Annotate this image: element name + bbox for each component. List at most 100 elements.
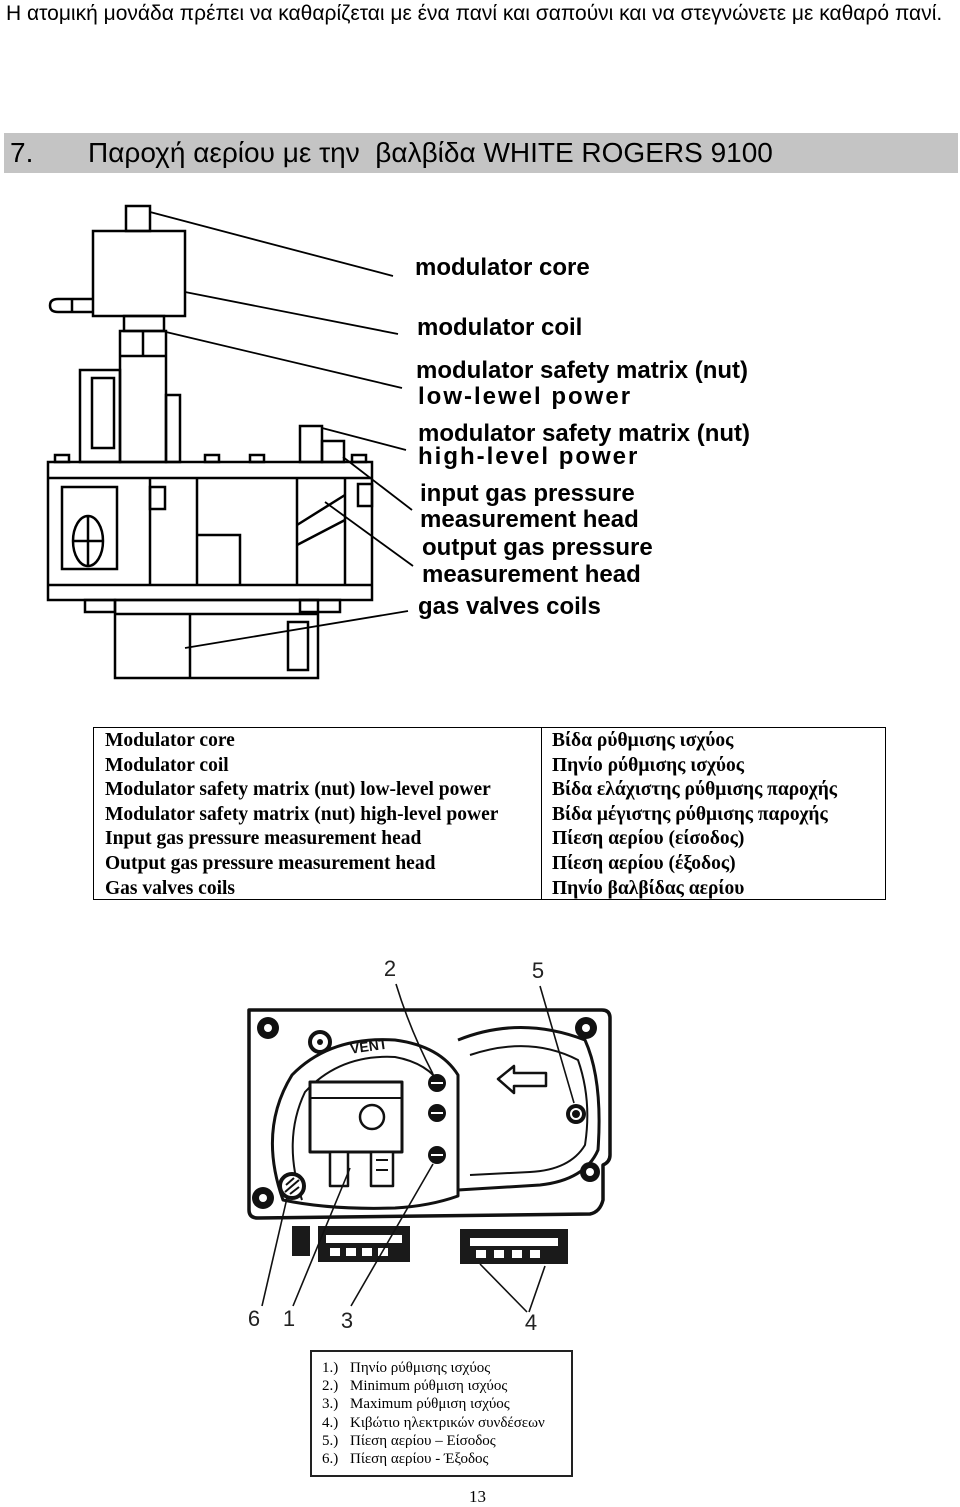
label-output-measurement-head: measurement head: [422, 561, 641, 588]
legend-item-text: Πηνίο ρύθμισης ισχύος: [350, 1360, 491, 1376]
legend-item-number: 1.): [322, 1360, 339, 1376]
callout-number-5: 5: [532, 958, 544, 983]
leader-line-callout-4b: [528, 1265, 546, 1313]
leader-line-callout-4a: [479, 1263, 528, 1313]
table-cell-greek: Πίεση αερίου (είσοδος): [552, 828, 745, 850]
connector-tab: [292, 1226, 310, 1256]
legend-item-number: 6.): [322, 1451, 339, 1467]
table-cell-greek: Πίεση αερίου (έξοδος): [552, 853, 736, 874]
mounting-screw-bottom-right: [580, 1162, 600, 1182]
label-modulator-coil: modulator coil: [417, 314, 583, 341]
legend-item-text: Maximum ρύθμιση ισχύος: [350, 1396, 510, 1413]
table-cell-english: Modulator coil: [105, 754, 229, 776]
table-cell-english: Modulator core: [105, 730, 235, 751]
valve-side-view-drawing: [46, 204, 374, 680]
mounting-screw-top-right: [575, 1017, 597, 1039]
gas-valve-coil-housing: [113, 598, 320, 680]
table-cell-greek: Πηνίο ρύθμισης ισχύος: [552, 754, 745, 776]
table-cell-english: Input gas pressure measurement head: [105, 828, 422, 850]
leader-lines: [149, 211, 414, 649]
inlet-chamber: [60, 485, 119, 571]
coil-wire-connector: [48, 297, 93, 314]
modulator-coil-body: [91, 229, 187, 318]
legend-item-text: Minimum ρύθμιση ισχύος: [350, 1378, 508, 1395]
outlet-pressure-test-point: [278, 1172, 306, 1200]
valve-top-view-drawing: VENT: [247, 1008, 612, 1220]
adjustment-screw-maximum: [428, 1146, 446, 1164]
valve-side-view-diagram: [46, 204, 414, 680]
label-low-level-power: low-lewel power: [418, 383, 633, 410]
section-number: 7.: [10, 137, 34, 168]
coil-collar: [122, 314, 166, 333]
label-modulator-core: modulator core: [415, 254, 590, 281]
label-output-gas-pressure: output gas pressure: [422, 534, 653, 561]
label-safety-matrix-high: modulator safety matrix (nut): [418, 420, 751, 447]
intro-paragraph: Η ατομική μονάδα πρέπει να καθαρίζεται μ…: [6, 2, 943, 25]
leader-line-modulator-core: [149, 211, 394, 277]
callout-leader-lines: [261, 983, 575, 1313]
legend-item-text: Πίεση αερίου - Έξοδος: [350, 1451, 489, 1467]
table-cell-english: Output gas pressure measurement head: [105, 853, 436, 874]
callout-number-3: 3: [341, 1308, 353, 1333]
inlet-pressure-test-point: [566, 1104, 586, 1124]
leader-line-low-level-nut: [165, 331, 403, 389]
label-high-level-power: high-level power: [418, 443, 640, 470]
table-column-divider: [541, 728, 542, 899]
callout-number-4: 4: [525, 1310, 537, 1335]
legend-item-number: 5.): [322, 1432, 339, 1449]
leader-line-input-head: [342, 456, 413, 511]
modulator-core-cap: [124, 204, 152, 233]
legend-item-number: 3.): [322, 1396, 339, 1413]
parts-translation-table: Modulator core Βίδα ρύθμισης ισχύος Modu…: [93, 727, 886, 900]
outlet-housing-outline: [457, 1026, 601, 1192]
vent-port: [308, 1030, 332, 1054]
valve-top-view-diagram: VENT: [247, 956, 612, 1335]
flow-direction-arrow: [496, 1064, 548, 1095]
leader-line-callout-6: [261, 1197, 288, 1307]
legend-item-number: 4.): [322, 1414, 339, 1431]
coil-center-nut: [358, 1103, 386, 1131]
stem-tube: [164, 393, 182, 464]
table-cell-english: Modulator safety matrix (nut) high-level…: [105, 803, 499, 825]
callout-number-1: 1: [283, 1306, 295, 1331]
leader-line-callout-3: [350, 1163, 434, 1307]
leader-line-callout-2: [395, 983, 434, 1075]
table-cell-greek: Βίδα ρύθμισης ισχύος: [552, 730, 734, 751]
table-cell-greek: Πηνίο βαλβίδας αερίου: [552, 877, 745, 899]
leader-line-callout-1: [292, 1167, 351, 1307]
adjustment-screw-middle: [428, 1104, 446, 1122]
label-input-measurement-head: measurement head: [420, 506, 639, 533]
modulator-housing-outline: [270, 1038, 460, 1210]
label-input-gas-pressure: input gas pressure: [420, 480, 635, 507]
table-cell-greek: Βίδα μέγιστης ρύθμισης παροχής: [552, 803, 828, 825]
callout-number-6: 6: [248, 1306, 260, 1331]
leader-line-gas-valve-coils: [184, 610, 409, 649]
input-head-post: [320, 439, 346, 464]
callout-legend: 1.) Πηνίο ρύθμισης ισχύος 2.) Minimum ρύ…: [310, 1350, 573, 1477]
legend-item-text: Πίεση αερίου – Είσοδος: [350, 1432, 496, 1449]
leader-line-callout-5: [539, 985, 575, 1104]
callout-number-2: 2: [384, 956, 396, 981]
electrical-connector-right: [460, 1229, 568, 1264]
vent-marking: VENT: [349, 1036, 389, 1057]
leader-line-output-head: [324, 501, 414, 567]
label-safety-matrix-low: modulator safety matrix (nut): [416, 357, 749, 384]
mounting-screw-top-left: [257, 1017, 279, 1039]
adjustment-screw-minimum: [428, 1074, 446, 1092]
high-level-nut-post: [298, 424, 324, 464]
table-cell-english: Modulator safety matrix (nut) low-level …: [105, 779, 491, 801]
mounting-screw-bottom-left: [252, 1187, 274, 1209]
table-cell-english: Gas valves coils: [105, 877, 235, 899]
section-title: Παροχή αερίου με την βαλβίδα WHITE ROGER…: [88, 137, 773, 168]
section-heading-bar: 7. Παροχή αερίου με την βαλβίδα WHITE RO…: [4, 133, 958, 173]
label-gas-valves-coils: gas valves coils: [418, 593, 601, 620]
coil-terminal-left: [328, 1150, 350, 1188]
valve-base-plate: [247, 1008, 612, 1220]
legend-item-text: Κιβώτιο ηλεκτρικών συνδέσεων: [350, 1414, 545, 1431]
table-cell-greek: Βίδα ελάχιστης ρύθμισης παροχής: [552, 779, 837, 801]
leader-line-modulator-coil: [184, 291, 399, 335]
modulator-coil-block: [308, 1080, 404, 1154]
legend-item-number: 2.): [322, 1378, 339, 1395]
electrical-connector-left: [318, 1226, 410, 1262]
leader-line-high-level-nut: [321, 427, 407, 451]
